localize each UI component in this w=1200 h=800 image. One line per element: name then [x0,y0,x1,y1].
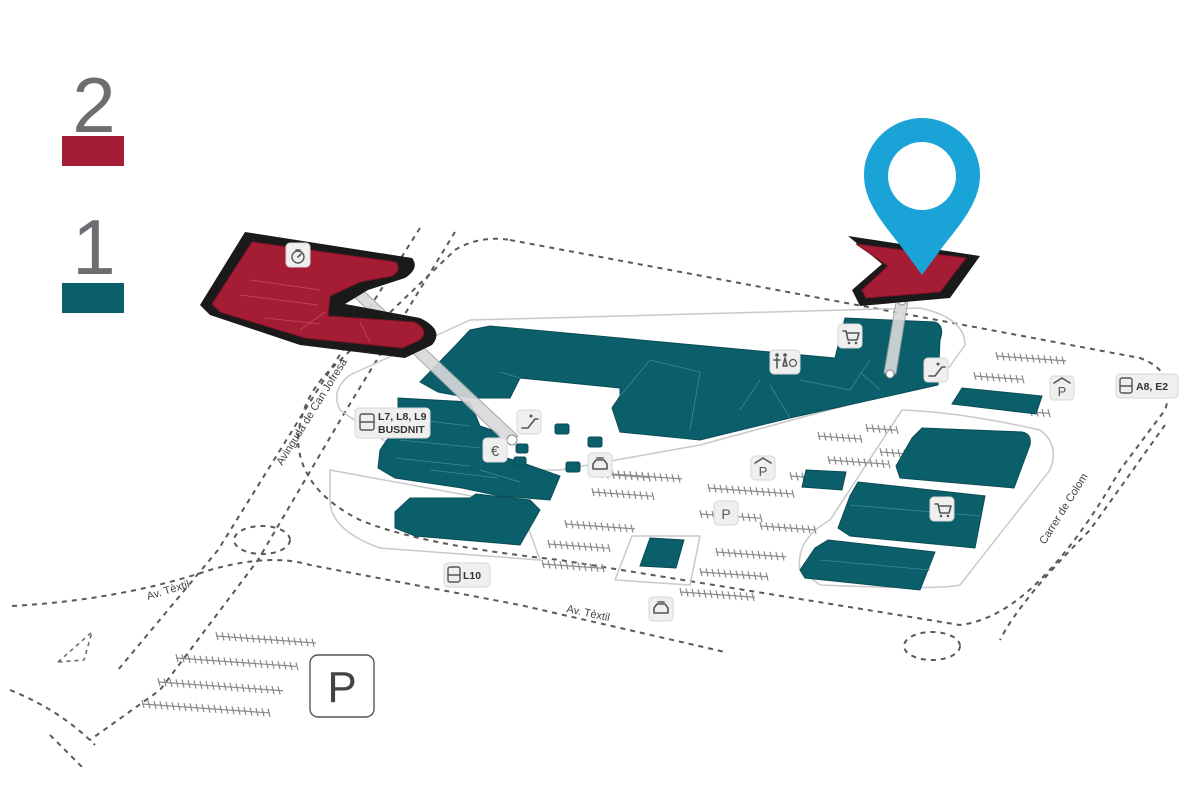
parking-row [995,351,1067,365]
parking-icon-large[interactable]: P [309,654,375,718]
covered-parking-letter: P [759,464,768,479]
clock-icon[interactable] [285,242,311,268]
parking-row [865,423,899,435]
bus-lines-left-night: BUSDNIT [378,424,425,436]
shopping-cart-icon-2[interactable] [929,496,955,522]
street-avinguda-can-jofresa: Avinguda de Can Jofresa [274,356,350,468]
legend-level-1-number: 1 [72,203,116,291]
parking-row [591,487,655,501]
bus-stop-bottom[interactable]: L10 [443,562,491,588]
parking-row [699,567,769,581]
bus-icon [359,413,375,431]
covered-parking-icon-2[interactable]: P [1049,375,1075,401]
level-2-buildings [200,232,980,358]
covered-parking-letter-2: P [1058,384,1067,399]
parking-row [611,469,683,483]
restroom-icon[interactable] [769,349,801,375]
bus-icon-3 [1119,377,1133,394]
parking-row [707,483,795,499]
parking-row [759,521,817,534]
parking-row [827,455,891,469]
street-av-textil-bottom: Av. Tèxtil [565,603,611,624]
legend-level-2-swatch [62,136,124,166]
location-pin-icon[interactable] [864,118,980,275]
parking-row [547,539,611,553]
bus-lines-right: A8, E2 [1136,381,1168,393]
map-icons: € P P P P [285,242,1179,718]
parking-rows [141,351,1067,717]
euro-icon[interactable]: € [482,437,508,463]
bus-stop-right[interactable]: A8, E2 [1115,373,1179,399]
euro-symbol: € [491,443,500,460]
parking-row [817,431,863,444]
parking-row [215,631,317,647]
parking-letter-large: P [327,663,356,712]
shopping-cart-icon[interactable] [837,323,863,349]
street-carrer-de-colom: Carrer de Colom [1037,471,1090,546]
parking-row [541,559,605,573]
parking-row [973,371,1025,384]
parking-row [175,653,299,671]
bus-stop-left[interactable]: L7, L8, L9 BUSDNIT [354,407,431,439]
street-av-textil-left: Av. Tèxtil [145,579,191,603]
parking-row [564,519,636,533]
bus-lines-bottom: L10 [463,570,481,582]
parking-icon[interactable]: P [713,500,739,526]
bus-lines-left: L7, L8, L9 [378,411,427,423]
escalator-icon-2[interactable] [516,409,542,435]
legend-level-2-number: 2 [72,61,116,149]
parking-letter: P [721,506,730,522]
legend-level-1-swatch [62,283,124,313]
escalator-icon[interactable] [923,357,949,383]
parking-row [715,547,787,561]
parking-row [157,677,284,695]
taxi-icon-2[interactable] [648,596,674,622]
taxi-icon[interactable] [587,452,613,478]
covered-parking-icon[interactable]: P [750,455,776,481]
curbs [329,307,1055,589]
parking-row [679,587,756,602]
parking-row [141,699,271,717]
bus-icon-2 [447,566,461,583]
